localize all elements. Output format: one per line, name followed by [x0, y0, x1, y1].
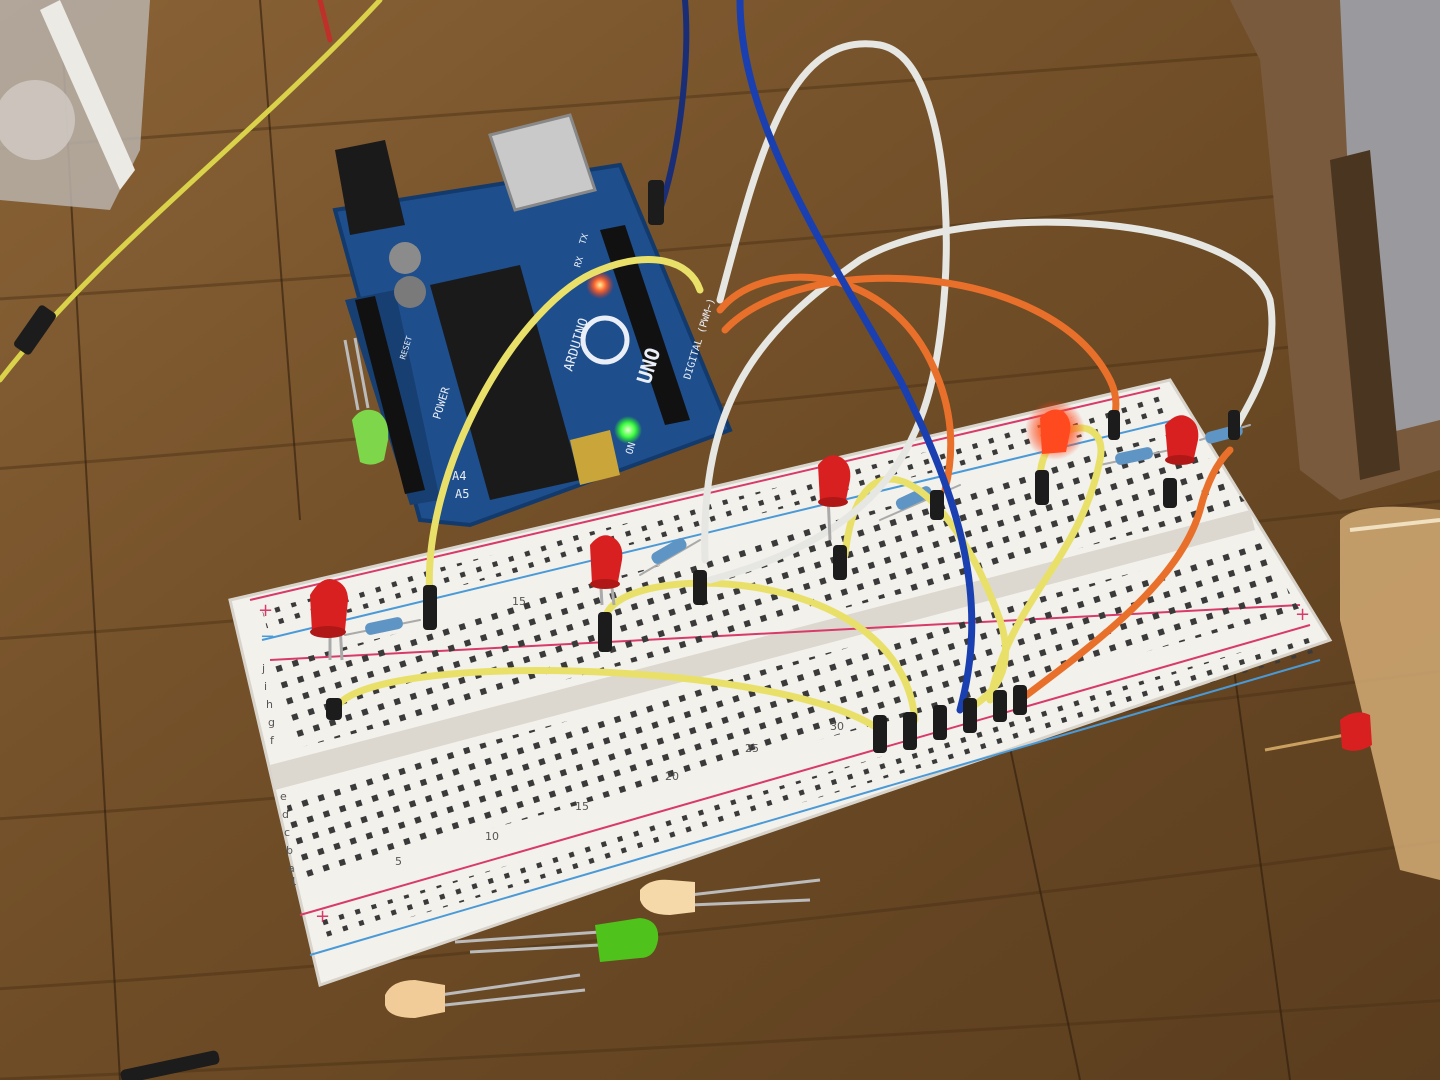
led-red-5 [1165, 415, 1199, 465]
row-label-a: a [288, 862, 295, 875]
wire-blue [736, 0, 976, 714]
lower-terminal-holes [285, 540, 1300, 880]
rail-plus-label-top: + [258, 600, 273, 621]
usb-port [488, 113, 597, 212]
led-red-4-lit [1025, 400, 1085, 460]
wire-end [903, 712, 917, 750]
wire-end [598, 612, 612, 652]
wire-yellow-mid [601, 579, 919, 724]
breadboard-center-channel [270, 510, 1255, 790]
wire-connector-ends [14, 180, 1240, 1080]
row-label-f: f [270, 734, 275, 747]
wire-end [1013, 685, 1027, 715]
loose-led-red-right [1264, 712, 1372, 752]
wire-yellow-long [331, 667, 884, 734]
plastic-container-top-left [0, 0, 150, 210]
wire-end [423, 585, 437, 630]
rail-minus-label-top: − [260, 626, 275, 647]
atmega-chip [430, 265, 580, 500]
dc-power-jack [335, 140, 405, 235]
row-label-b: b [286, 844, 293, 857]
wire-end [963, 698, 977, 733]
row-label-d: d [282, 808, 289, 821]
wire-end [326, 698, 342, 720]
wire-orange-2 [721, 274, 1120, 434]
laptop-right-edge [1230, 0, 1440, 500]
loose-led-clear-2 [385, 973, 586, 1018]
wire-blue-dark [657, 0, 690, 213]
wire-end [120, 1050, 220, 1080]
component-box-right [1340, 506, 1440, 880]
wire-end [1108, 410, 1120, 440]
wire-end [993, 690, 1007, 722]
capacitor-1 [389, 242, 421, 274]
wire-end [648, 180, 664, 225]
rail-plus-label-right: + [1295, 604, 1310, 625]
column-label-10: 10 [485, 830, 499, 843]
wire-end [693, 570, 707, 605]
row-label-c: c [284, 826, 290, 839]
column-label-15-top: 15 [512, 595, 526, 608]
wire-orange-1 [716, 273, 955, 494]
bottom-rail-plus-line [299, 624, 1311, 916]
led-red-1 [310, 579, 348, 661]
digital-header [600, 225, 690, 425]
icsp-header [570, 430, 620, 485]
top-rail-holes [262, 395, 1172, 632]
logo-infinity-icon [580, 315, 630, 365]
row-label-h: h [266, 698, 273, 711]
wire-white-1 [706, 40, 950, 584]
row-label-j: j [261, 662, 265, 675]
rail-plus-label-bottom: + [315, 906, 330, 927]
resistor-4 [1099, 447, 1171, 466]
on-led-label: ON [624, 441, 638, 456]
loose-led-green-near-board [343, 337, 389, 465]
tx-led-glow [586, 271, 614, 299]
wire-end [933, 705, 947, 740]
wire-white-2 [701, 218, 1276, 564]
loose-led-clear-1 [640, 878, 821, 915]
row-number-1: 1 [290, 875, 297, 888]
row-label-i: i [264, 680, 267, 693]
wire-end [930, 490, 944, 520]
wire-end [833, 545, 847, 580]
top-rail-minus-line [261, 419, 1176, 641]
rx-label: RX [573, 255, 586, 269]
analog-pin-label-a5: A5 [455, 487, 469, 501]
wire-end [1035, 470, 1049, 505]
loose-led-green [454, 918, 659, 962]
jumper-wires [0, 0, 1276, 734]
resistor-1 [344, 617, 421, 636]
analog-pin-label-a4: A4 [452, 469, 466, 483]
column-label-15: 15 [575, 800, 589, 813]
wire-end [1163, 478, 1177, 508]
leds-on-breadboard [310, 400, 1199, 661]
column-label-25: 25 [745, 742, 759, 755]
column-label-5: 5 [395, 855, 402, 868]
capacitor-2 [394, 276, 426, 308]
breadboard: + − + + 5 10 15 20 25 30 15 1 j i h g f … [228, 378, 1333, 987]
row-label-g: g [268, 716, 275, 729]
resistors [344, 424, 1251, 636]
loose-leds [343, 337, 1372, 1018]
column-label-20: 20 [665, 770, 679, 783]
arduino-uno-board: ARDUINO UNO POWER DIGITAL (PWM~) ON TX R… [332, 113, 733, 528]
wire-end [14, 305, 56, 355]
on-led-glow [614, 416, 642, 444]
power-header [355, 296, 425, 494]
wire-end [1228, 410, 1240, 440]
led-red-3 [818, 455, 851, 541]
row-label-e: e [280, 790, 287, 803]
tx-label: TX [578, 232, 591, 246]
bottom-rail-minus-line [309, 659, 1321, 956]
wire-orange-3 [1016, 446, 1234, 704]
wire-red-top [317, 0, 333, 43]
led-red-2 [590, 535, 623, 606]
resistor-2 [639, 538, 701, 576]
bottom-rail-holes [320, 632, 1316, 942]
wire-yellow-arduino-to-board [425, 256, 704, 604]
column-label-30: 30 [830, 720, 844, 733]
wire-end [873, 715, 887, 753]
